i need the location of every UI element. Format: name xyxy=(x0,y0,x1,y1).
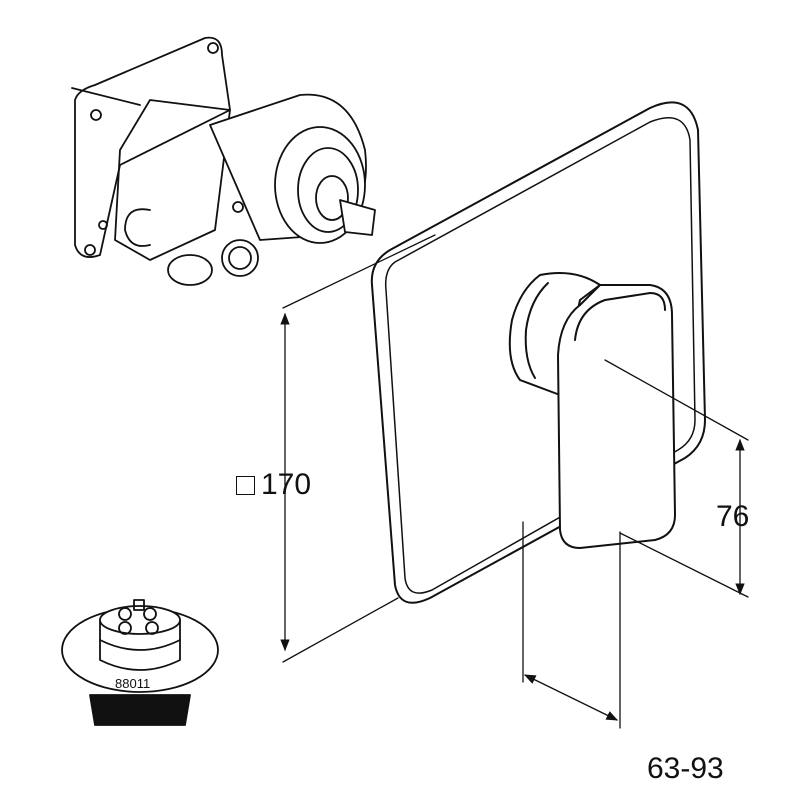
plate-size-value: 170 xyxy=(261,468,312,501)
cartridge-number-label: 88011 xyxy=(115,676,151,691)
projection-range-label: 63-93 xyxy=(647,752,724,785)
plate-size-label: 170 xyxy=(236,468,311,502)
dimension-170 xyxy=(280,234,436,663)
valve-body xyxy=(71,36,376,286)
handle-height-label: 76 xyxy=(716,500,750,533)
cover-plate xyxy=(370,101,706,604)
dimension-76 xyxy=(604,359,749,598)
dimension-63-93 xyxy=(522,521,621,729)
square-symbol-icon xyxy=(236,476,255,495)
cartridge-88011 xyxy=(61,599,219,726)
lever-handle xyxy=(508,272,676,549)
